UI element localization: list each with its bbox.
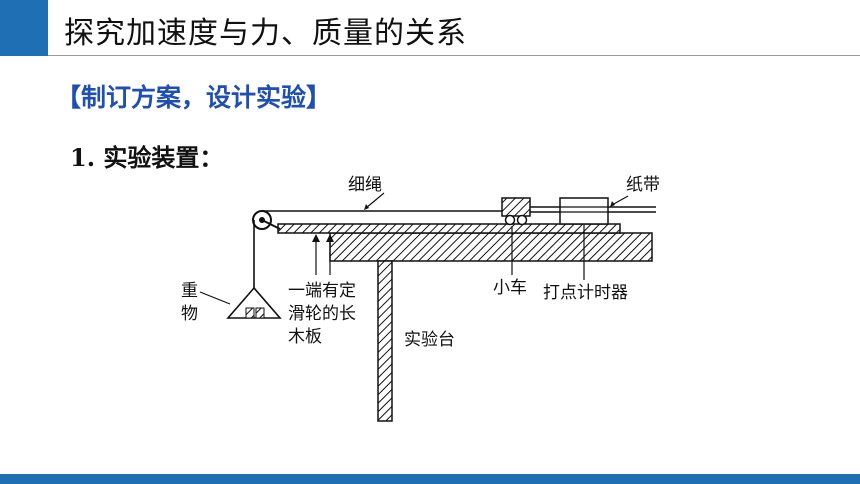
cart <box>501 197 531 226</box>
pulley <box>252 210 281 230</box>
weight-label-1: 重 <box>181 281 198 301</box>
board-label-1: 一端有定 <box>288 281 356 301</box>
step-label: 1. 实验装置： <box>70 143 224 172</box>
dot-timer <box>559 197 609 225</box>
table-leg <box>377 260 393 422</box>
table-top <box>329 232 653 262</box>
tape-label: 纸带 <box>626 175 660 195</box>
board-label-3: 木板 <box>288 327 322 347</box>
title-accent-bar <box>0 0 48 56</box>
footer-bar <box>0 474 860 484</box>
title-divider <box>48 55 860 56</box>
cart-label: 小车 <box>493 278 527 298</box>
table-label: 实验台 <box>404 330 455 350</box>
timer-label: 打点计时器 <box>543 283 628 303</box>
long-board <box>277 223 621 234</box>
section-heading: 【制订方案，设计实验】 <box>56 83 332 112</box>
weight-label-2: 物 <box>181 304 198 324</box>
rope-label: 细绳 <box>348 175 382 195</box>
hanging-weight <box>226 286 282 319</box>
board-label-2: 滑轮的长 <box>288 304 356 324</box>
slide-title: 探究加速度与力、质量的关系 <box>64 16 467 51</box>
